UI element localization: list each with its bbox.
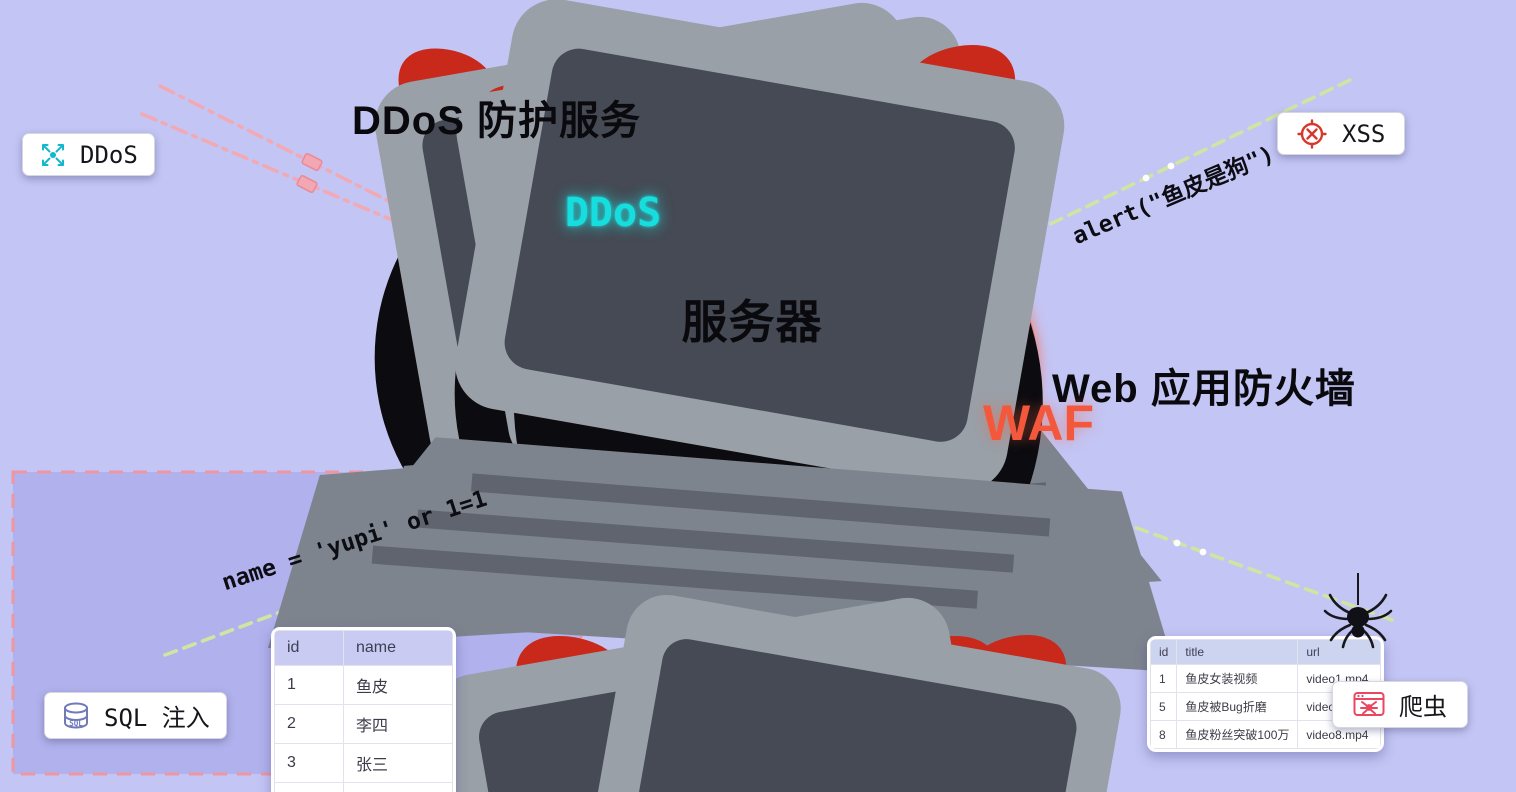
server-title: 服务器	[681, 296, 823, 348]
packet-icons	[296, 152, 323, 194]
ddos-scatter-icon	[42, 143, 64, 166]
crawler-badge-label: 爬虫	[1399, 693, 1447, 721]
spider-icon	[1323, 573, 1393, 649]
ddos-badge-label: DDoS	[80, 140, 138, 169]
xss-attack-badge: XSS	[1277, 112, 1406, 155]
ddos-protection-title: DDoS 防护服务	[352, 99, 641, 143]
table-row: 1 鱼皮	[274, 665, 453, 705]
waf-shield-label: WAF	[983, 395, 1095, 451]
table-cell: 鱼皮	[343, 665, 453, 705]
table-cell: 2	[274, 704, 344, 744]
column-header: name	[343, 630, 453, 666]
table-row: 2 李四	[274, 704, 453, 744]
table-cell: 1	[274, 665, 344, 705]
xss-virus-icon	[1297, 118, 1327, 149]
database-icon: SQL	[64, 702, 88, 729]
column-header: id	[1150, 639, 1178, 665]
table-cell: 3	[274, 743, 344, 783]
waf-title: Web 应用防火墙	[1052, 367, 1356, 411]
database-icon-label: SQL	[69, 719, 83, 728]
table-header-row: id name	[274, 630, 453, 666]
xss-badge-label: XSS	[1342, 119, 1386, 148]
table-cell: 鱼皮女装视频	[1176, 664, 1299, 693]
table-row: …… ……	[274, 782, 453, 792]
column-header: id	[274, 630, 344, 666]
sql-badge-label: SQL 注入	[104, 704, 210, 732]
table-cell: ……	[274, 782, 344, 792]
crawler-browser-icon	[1353, 692, 1385, 716]
table-cell: 李四	[343, 704, 453, 744]
ddos-attack-badge: DDoS	[22, 133, 155, 176]
table-cell: 5	[1150, 692, 1178, 721]
table-cell: 鱼皮被Bug折磨	[1176, 692, 1299, 721]
ddos-shield-label: DDoS	[564, 190, 662, 236]
table-cell: 张三	[343, 743, 453, 783]
sql-injection-badge: SQL SQL 注入	[44, 692, 227, 739]
sql-result-table: id name 1 鱼皮 2 李四 3 张三 ……	[271, 627, 456, 792]
table-cell: 鱼皮粉丝突破100万	[1176, 720, 1299, 749]
table-cell: 1	[1150, 664, 1178, 693]
table-cell: 8	[1150, 720, 1178, 749]
table-row: 3 张三	[274, 743, 453, 783]
column-header: title	[1176, 639, 1299, 665]
table-cell: ……	[343, 782, 453, 792]
crawler-badge: 爬虫	[1332, 681, 1468, 728]
table-header-row: id title url	[1150, 639, 1382, 665]
